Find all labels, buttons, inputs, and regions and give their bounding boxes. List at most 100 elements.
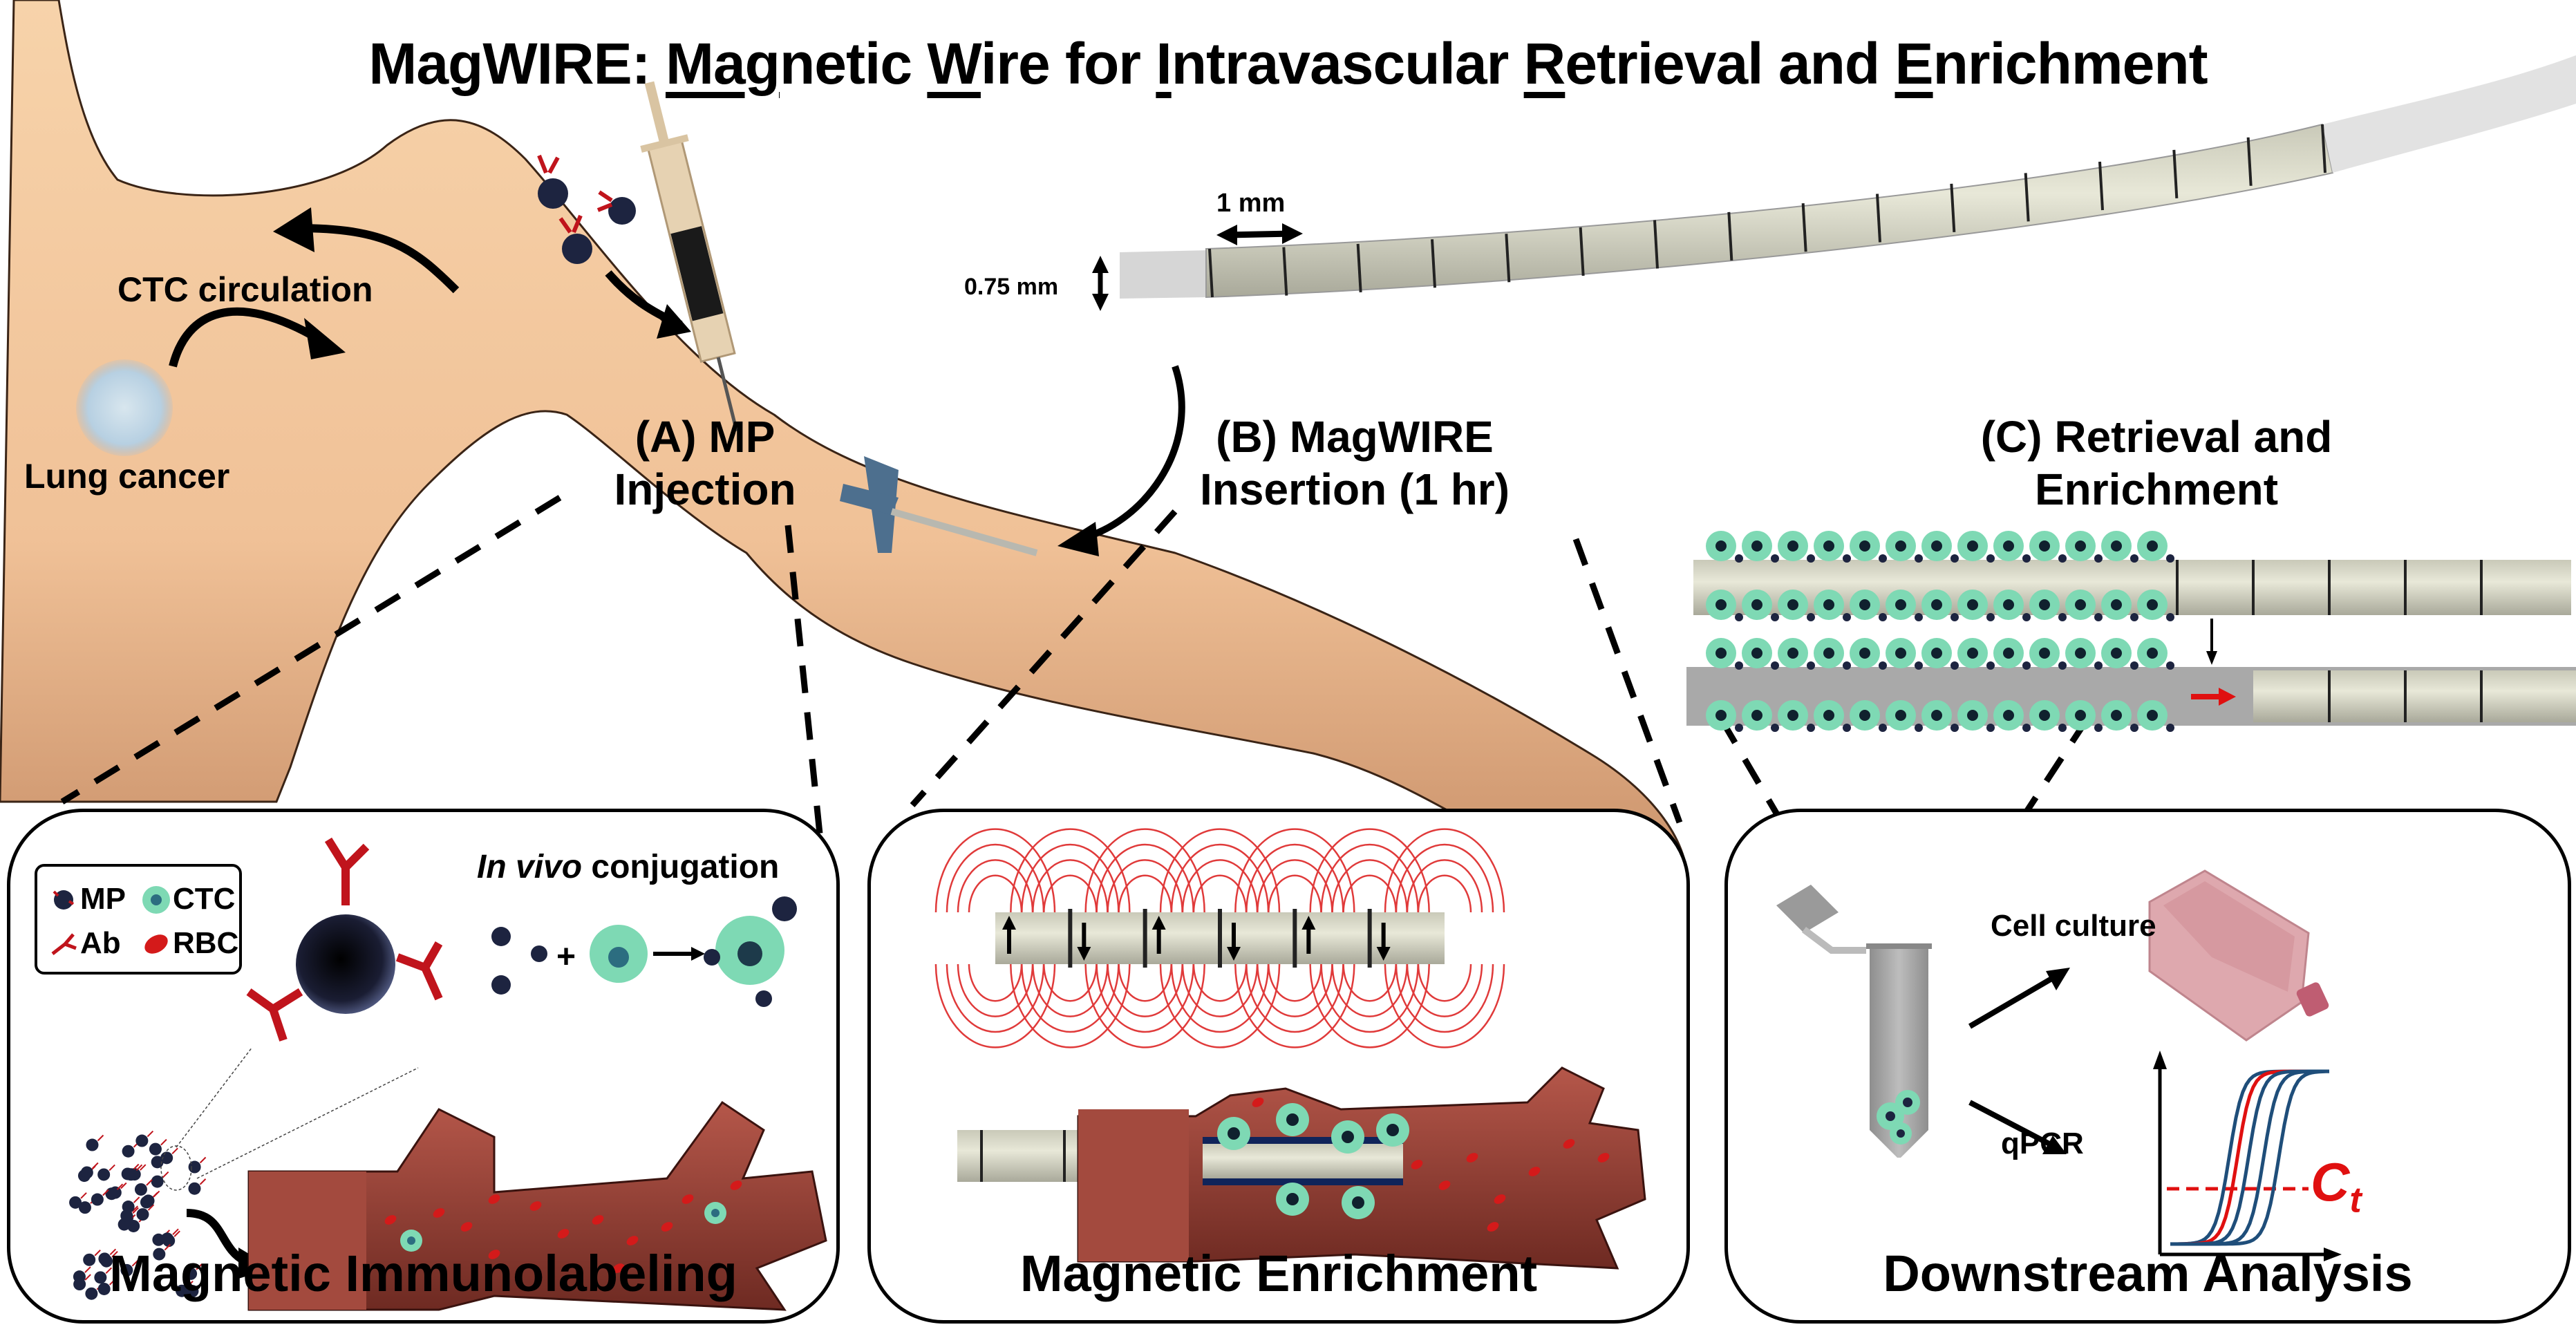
- field-line: [1118, 963, 1172, 1002]
- mp-bead: [188, 1182, 201, 1195]
- wire-length-label: 1 mm: [1216, 189, 1286, 218]
- mp-bead: [2058, 661, 2067, 670]
- figure-title: MagWIRE: Magnetic Wire for Intravascular…: [0, 30, 2576, 97]
- rbc: [1597, 1153, 1610, 1163]
- analysis-illustration: [1776, 869, 2342, 1261]
- mp-bead: [2166, 554, 2174, 563]
- mp-bead: [122, 1201, 135, 1214]
- wire-segment-line: [1950, 183, 1956, 233]
- rbc-icon: [144, 934, 168, 954]
- ctc-nucleus: [1715, 710, 1727, 721]
- title-text: ntravascular: [1171, 31, 1524, 96]
- arrowhead: [1002, 916, 1016, 930]
- rbc: [730, 1180, 742, 1190]
- antibody-mark: [116, 1183, 124, 1190]
- wire-segment-line: [1801, 203, 1807, 252]
- title-acronym-letter: Mag: [665, 31, 780, 96]
- panel-enrichment: Magnetic Enrichment: [867, 809, 1690, 1324]
- field-line: [1320, 963, 1419, 1033]
- mp-bead: [98, 1252, 111, 1265]
- ctc-circulation-label: CTC circulation: [117, 270, 373, 309]
- ctc-icon: [142, 886, 170, 914]
- legend-box: MP CTC Ab RBC: [35, 864, 242, 975]
- mp-bead: [1950, 613, 1959, 621]
- rbc: [1494, 1194, 1506, 1204]
- mp-cloud: [69, 1130, 207, 1300]
- field-line: [1043, 963, 1098, 1002]
- field-line: [1417, 874, 1472, 913]
- title-text: ire for: [980, 31, 1156, 96]
- mp-bead: [134, 1183, 147, 1196]
- mp-bead: [2166, 724, 2174, 732]
- lung-cancer-label: Lung cancer: [24, 457, 230, 496]
- field-line: [1021, 963, 1120, 1033]
- mp-bead: [78, 1201, 91, 1214]
- field-line: [1192, 874, 1248, 913]
- arrow-to-culture: [2046, 968, 2070, 990]
- mp-bead: [160, 1151, 173, 1165]
- field-line: [1084, 828, 1205, 913]
- mp-bead: [1771, 724, 1779, 732]
- ctc-nucleus: [2039, 540, 2050, 552]
- ctc-nucleus: [1715, 599, 1727, 610]
- ctc-nucleus: [2111, 599, 2122, 610]
- panel-immunolabeling-title: Magnetic Immunolabeling: [109, 1245, 737, 1302]
- ctc-nucleus: [2075, 648, 2086, 659]
- panel-enrichment-title: Magnetic Enrichment: [1019, 1245, 1538, 1302]
- ctc-nucleus: [1823, 599, 1834, 610]
- field-line: [946, 843, 1045, 913]
- captured-ctcs-on-wire: [1217, 1103, 1409, 1219]
- step-c-label: (C) Retrieval and Enrichment: [1921, 411, 2391, 516]
- wire-segment-line: [1727, 211, 1733, 261]
- mp-bead: [1843, 661, 1851, 670]
- title-acronym-letter: R: [1523, 31, 1566, 96]
- ctc-nucleus: [2147, 648, 2158, 659]
- ctc-nucleus: [1895, 710, 1906, 721]
- mp-bead: [1986, 613, 1995, 621]
- antibody-mark: [164, 1243, 171, 1251]
- mp-bead: [86, 1138, 99, 1151]
- wire-tail: [2322, 55, 2576, 173]
- mp-bead: [1771, 554, 1779, 563]
- field-line: [1192, 963, 1248, 1002]
- field-line: [1181, 963, 1259, 1017]
- rbc: [592, 1215, 604, 1225]
- mp-bead: [127, 1219, 140, 1232]
- step-c-line1: (C) Retrieval and: [1980, 412, 2333, 462]
- legend-label-ctc: CTC: [173, 882, 236, 916]
- mp-bead: [85, 1287, 98, 1300]
- field-line: [1181, 859, 1259, 913]
- ctc-nucleus: [1859, 540, 1870, 552]
- mp-bead: [2094, 661, 2103, 670]
- antibody-mark: [172, 1228, 179, 1235]
- mp-bead: [2166, 661, 2174, 670]
- large-mp: [296, 914, 395, 1014]
- panel-immunolabeling: MP CTC Ab RBC In vivo conjugation +: [7, 809, 840, 1324]
- mp-bead: [97, 1282, 111, 1295]
- mp-bead: [105, 1187, 118, 1201]
- magnet-polarity-arrows: [1002, 909, 1391, 968]
- ctc-nucleus: [1751, 710, 1762, 721]
- field-line: [946, 963, 1045, 1033]
- ctc-nucleus: [2039, 599, 2050, 610]
- ct-threshold-label: Ct: [2311, 1151, 2362, 1221]
- mp-bead: [80, 1166, 93, 1179]
- mp-bead: [2130, 661, 2138, 670]
- antibody-mark: [171, 1147, 178, 1155]
- mp-bead: [1915, 554, 1923, 563]
- field-line: [968, 874, 1023, 913]
- vessel-rbcs: [384, 1180, 742, 1273]
- ctc-nucleus: [2003, 710, 2014, 721]
- wire-body: [1205, 123, 2334, 299]
- mp-bead: [1807, 613, 1815, 621]
- rbc: [1252, 1098, 1264, 1107]
- ctc-nucleus: [2039, 710, 2050, 721]
- mp-bead: [1879, 554, 1887, 563]
- legend-label-ab: Ab: [80, 926, 121, 960]
- field-line: [1234, 828, 1355, 913]
- branch-label-cell-culture: Cell culture: [1991, 909, 2156, 943]
- antibody-mark: [132, 1207, 139, 1214]
- field-line: [1245, 963, 1344, 1033]
- rbc: [1563, 1139, 1575, 1149]
- branch-label-qpcr: qPCR: [2001, 1127, 2084, 1160]
